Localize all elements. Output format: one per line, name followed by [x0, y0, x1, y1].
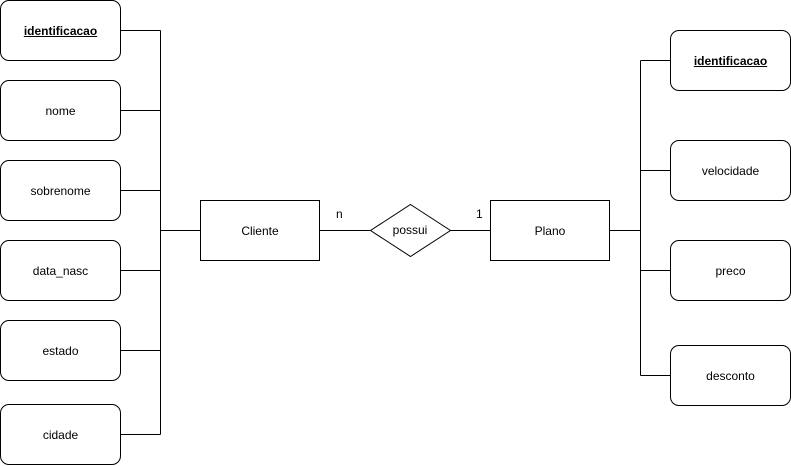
attribute-plano-preco[interactable]: preco	[670, 240, 791, 301]
attribute-cliente-data-nasc[interactable]: data_nasc	[0, 240, 121, 301]
attribute-label: data_nasc	[32, 263, 89, 278]
relationship-possui[interactable]: possui	[370, 204, 450, 256]
entity-label: Cliente	[241, 223, 279, 238]
attribute-label: desconto	[706, 368, 755, 383]
attribute-cliente-cidade[interactable]: cidade	[0, 404, 121, 465]
entity-plano[interactable]: Plano	[490, 200, 610, 261]
entity-label: Plano	[534, 223, 566, 238]
entity-cliente[interactable]: Cliente	[200, 200, 320, 261]
attribute-cliente-nome[interactable]: nome	[0, 80, 121, 141]
attribute-cliente-estado[interactable]: estado	[0, 320, 121, 381]
attribute-label: identificacao	[23, 23, 98, 38]
attribute-cliente-identificacao[interactable]: identificacao	[0, 0, 121, 61]
cardinality-right: 1	[476, 207, 483, 221]
attribute-label: identificacao	[693, 53, 768, 68]
attribute-label: preco	[715, 263, 746, 278]
attribute-plano-velocidade[interactable]: velocidade	[670, 140, 791, 201]
relationship-label: possui	[392, 223, 428, 237]
attribute-plano-desconto[interactable]: desconto	[670, 345, 791, 406]
attribute-plano-identificacao[interactable]: identificacao	[670, 30, 791, 91]
attribute-cliente-sobrenome[interactable]: sobrenome	[0, 160, 121, 221]
cardinality-left: n	[336, 207, 343, 221]
attribute-label: cidade	[42, 427, 79, 442]
attribute-label: velocidade	[701, 163, 760, 178]
attribute-label: sobrenome	[30, 183, 91, 198]
attribute-label: nome	[45, 103, 76, 118]
attribute-label: estado	[42, 343, 79, 358]
relationship-diamond	[369, 203, 452, 258]
